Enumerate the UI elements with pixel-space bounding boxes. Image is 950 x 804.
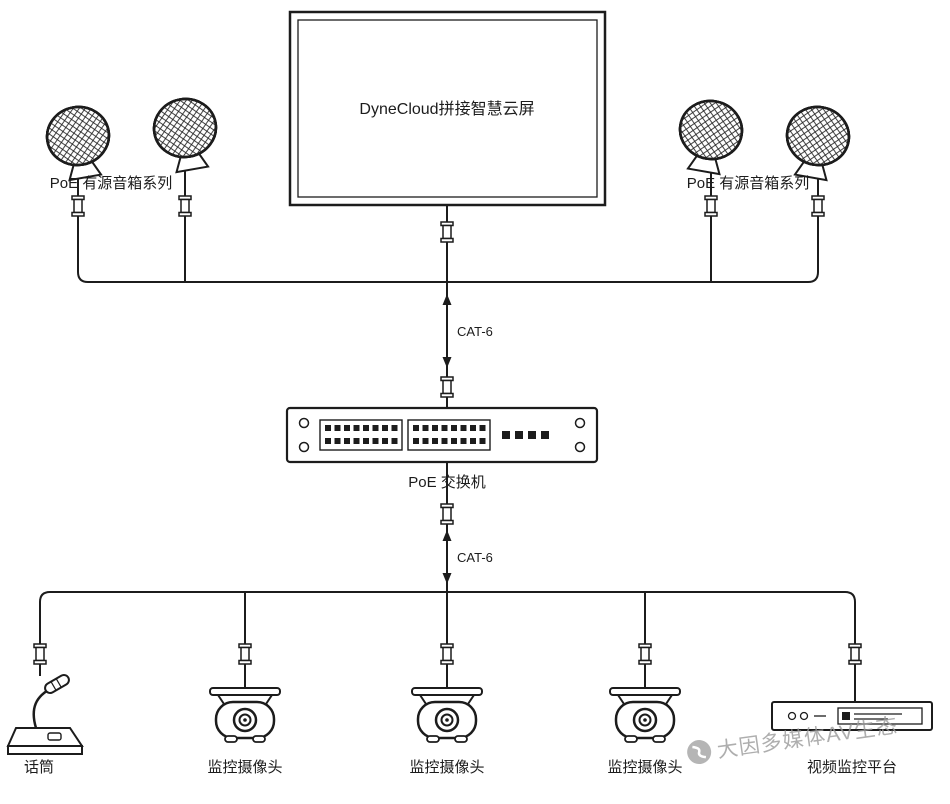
arrow-down-icon [442, 573, 452, 584]
arrow-down-icon [442, 357, 452, 368]
microphone-device: 话筒 [6, 674, 84, 776]
rj45-connector-icon [440, 376, 454, 398]
ptz-camera-icon [608, 686, 682, 744]
camera-3-label: 监控摄像头 [607, 759, 682, 776]
screen-label: DyneCloud拼接智慧云屏 [359, 100, 534, 118]
switch-label: PoE 交换机 [408, 473, 486, 491]
rj45-connector-icon [638, 643, 652, 665]
cat6-arrows [442, 294, 452, 584]
cable-bus-top-right [447, 215, 819, 283]
platform-label: 视频监控平台 [807, 759, 897, 776]
surveillance-platform-device: 视频监控平台 [771, 701, 933, 776]
rj45-connector-icon [440, 503, 454, 525]
speakers-left-label: PoE 有源音箱系列 [50, 175, 173, 192]
platform-knob-icon [799, 711, 809, 721]
poe-switch-device: PoE 交换机 [285, 406, 599, 491]
mic-gooseneck [32, 686, 53, 729]
camera-3: 监控摄像头 [607, 686, 683, 776]
switch-port-bank-2 [407, 419, 491, 451]
speaker-group-right: PoE 有源音箱系列 [671, 94, 855, 192]
mount-hole-icon [574, 441, 586, 453]
rj45-connector-icon [848, 643, 862, 665]
poe-speaker-icon [41, 100, 118, 184]
speakers-right-label: PoE 有源音箱系列 [687, 175, 810, 192]
rj45-connector-icon [178, 195, 192, 217]
ptz-camera-icon [208, 686, 282, 744]
rj45-connector-icon [33, 643, 47, 665]
platform-knob-icon [787, 711, 797, 721]
mic-base-front [7, 745, 83, 755]
camera-1: 监控摄像头 [207, 686, 283, 776]
rj45-connector-icon [811, 195, 825, 217]
platform-brand-badge [837, 707, 923, 725]
cat6-bottom-label: CAT-6 [457, 550, 493, 565]
poe-speaker-icon [148, 92, 225, 176]
cat6-top-label: CAT-6 [457, 324, 493, 339]
switch-uplink-ports [502, 431, 549, 439]
mount-hole-icon [298, 417, 310, 429]
cloud-screen-device: DyneCloud拼接智慧云屏 [288, 10, 607, 207]
rj45-connector-icon [440, 643, 454, 665]
rj45-connector-icon [704, 195, 718, 217]
camera-1-label: 监控摄像头 [207, 759, 282, 776]
mic-talk-button [47, 732, 62, 741]
camera-2-label: 监控摄像头 [409, 759, 484, 776]
mic-capsule [44, 674, 70, 694]
cable-bus-bottom [39, 591, 856, 644]
camera-2: 监控摄像头 [409, 686, 485, 776]
microphone-label: 话筒 [24, 759, 54, 776]
watermark-logo-icon [687, 740, 712, 765]
mount-hole-icon [298, 441, 310, 453]
rj45-connector-icon [238, 643, 252, 665]
arrow-up-icon [442, 294, 452, 305]
brand-mark-icon [842, 712, 850, 720]
speaker-group-left: PoE 有源音箱系列 [41, 92, 225, 192]
rj45-connector-icon [440, 221, 454, 243]
ptz-camera-icon [410, 686, 484, 744]
rj45-connector-icon [71, 195, 85, 217]
arrow-up-icon [442, 530, 452, 541]
switch-port-bank-1 [319, 419, 403, 451]
mount-hole-icon [574, 417, 586, 429]
poe-speaker-icon [778, 100, 855, 184]
cable-bus-top-left [77, 215, 447, 283]
poe-speaker-icon [671, 94, 748, 178]
mic-base-top [6, 727, 84, 747]
